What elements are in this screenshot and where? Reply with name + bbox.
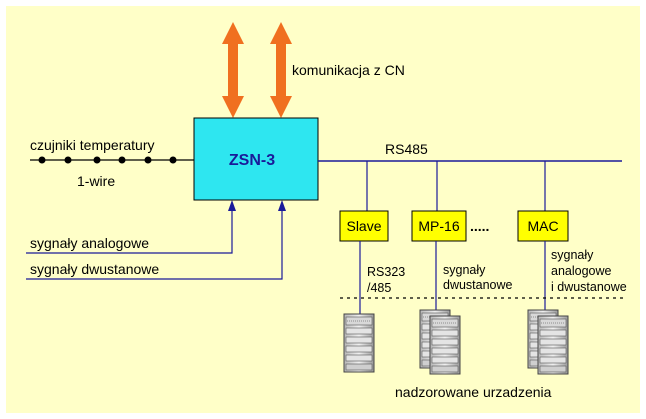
zsn3-box — [193, 117, 319, 201]
equipment-rack-2 — [419, 309, 461, 375]
binary-label: sygnały dwustanowe — [30, 261, 159, 277]
mac-link-label-2: analogowe — [551, 264, 612, 278]
analog-signal-line — [26, 211, 233, 254]
binary-signal-line — [26, 211, 283, 280]
mac-link-label-1: sygnały — [551, 248, 594, 262]
sensor-dots — [38, 156, 177, 164]
mp16-box — [411, 210, 467, 242]
analog-label: sygnały analogowe — [30, 235, 149, 251]
mac-box — [517, 210, 569, 242]
equipment-rack-1 — [343, 313, 375, 373]
slave-box — [339, 210, 389, 242]
mac-link-label-3: i dwustanowe — [551, 280, 627, 294]
mp16-label: MP-16 — [418, 218, 459, 234]
zsn3-label: ZSN-3 — [229, 152, 275, 169]
mp16-link-label-1: sygnały — [443, 263, 486, 277]
mp16-link-label-2: dwustanowe — [443, 278, 513, 292]
slave-link-label-1: RS323 — [367, 265, 405, 279]
equipment-rack-3 — [527, 309, 569, 375]
sensors-label: czujniki temperatury — [30, 137, 155, 153]
rs485-label: RS485 — [385, 141, 428, 157]
supervised-label: nadzorowane urzadzenia — [395, 384, 552, 400]
binary-arrowhead — [278, 200, 286, 211]
mac-label: MAC — [527, 218, 558, 234]
comm-arrow-right — [270, 22, 292, 118]
analog-arrowhead — [228, 200, 236, 211]
slave-label: Slave — [346, 218, 381, 234]
comm-arrow-left — [222, 22, 244, 118]
onewire-label: 1-wire — [77, 173, 115, 189]
comm-label: komunikacja z CN — [292, 62, 405, 78]
device-ellipsis: ..... — [470, 218, 489, 234]
slave-link-label-2: /485 — [367, 281, 391, 295]
